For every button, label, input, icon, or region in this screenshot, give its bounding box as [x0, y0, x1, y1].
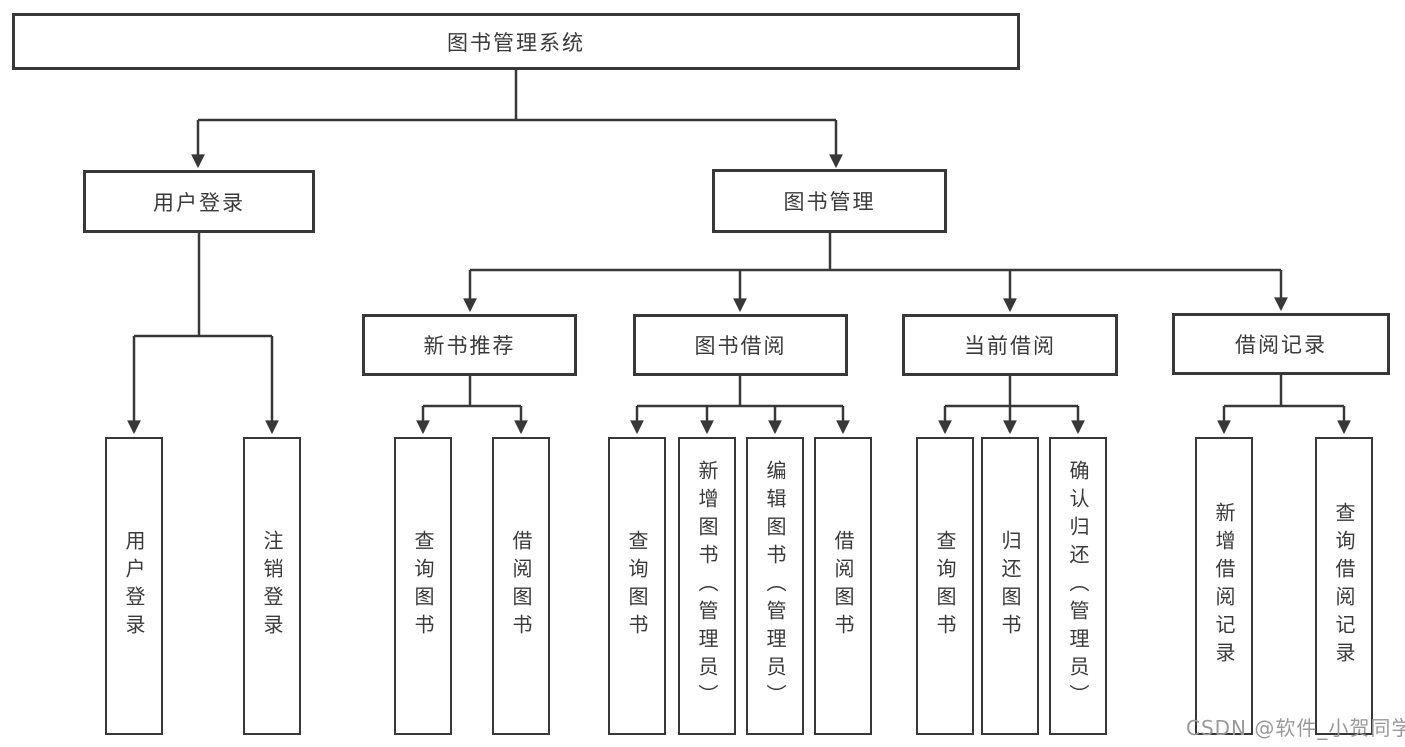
- edge-history-bus: [1224, 375, 1344, 408]
- node-current-borrowing: 当前借阅: [902, 314, 1118, 376]
- leaf-query-books-borrow: 查询图书: [608, 437, 666, 735]
- edge-borrow-bus: [637, 376, 843, 408]
- leaf-query-books-current: 查询图书: [916, 437, 974, 735]
- node-book-management-branch: 图书管理: [712, 169, 947, 233]
- leaf-add-books-admin: 新增图书（管理员）: [678, 437, 736, 735]
- connector-group: [127, 70, 1351, 435]
- leaf-edit-books-admin: 编辑图书（管理员）: [746, 437, 804, 735]
- leaf-user-login: 用户登录: [105, 437, 163, 735]
- leaf-logout: 注销登录: [243, 437, 301, 735]
- leaf-return-books: 归还图书: [981, 437, 1039, 735]
- leaf-confirm-return-admin: 确认归还（管理员）: [1049, 437, 1107, 735]
- edge-user-bus: [134, 233, 272, 338]
- leaf-query-books-recommend: 查询图书: [394, 437, 452, 735]
- leaf-borrow-books: 借阅图书: [814, 437, 872, 735]
- node-library-management-system: 图书管理系统: [12, 13, 1020, 70]
- node-borrowing-records: 借阅记录: [1172, 313, 1390, 375]
- edge-current-bus: [945, 376, 1078, 408]
- edge-book-bus: [470, 233, 1281, 272]
- leaf-add-borrow-record: 新增借阅记录: [1195, 437, 1253, 735]
- edge-newbooks-bus: [423, 376, 521, 408]
- leaf-query-borrow-record: 查询借阅记录: [1315, 437, 1373, 735]
- node-new-book-recommendation: 新书推荐: [362, 314, 577, 376]
- leaf-borrow-books-recommend: 借阅图书: [492, 437, 550, 735]
- node-user-login-branch: 用户登录: [83, 170, 315, 233]
- node-book-borrowing: 图书借阅: [633, 314, 848, 376]
- csdn-watermark: CSDN @软件_小贺同学: [1186, 716, 1405, 740]
- edge-root-bus: [198, 70, 836, 122]
